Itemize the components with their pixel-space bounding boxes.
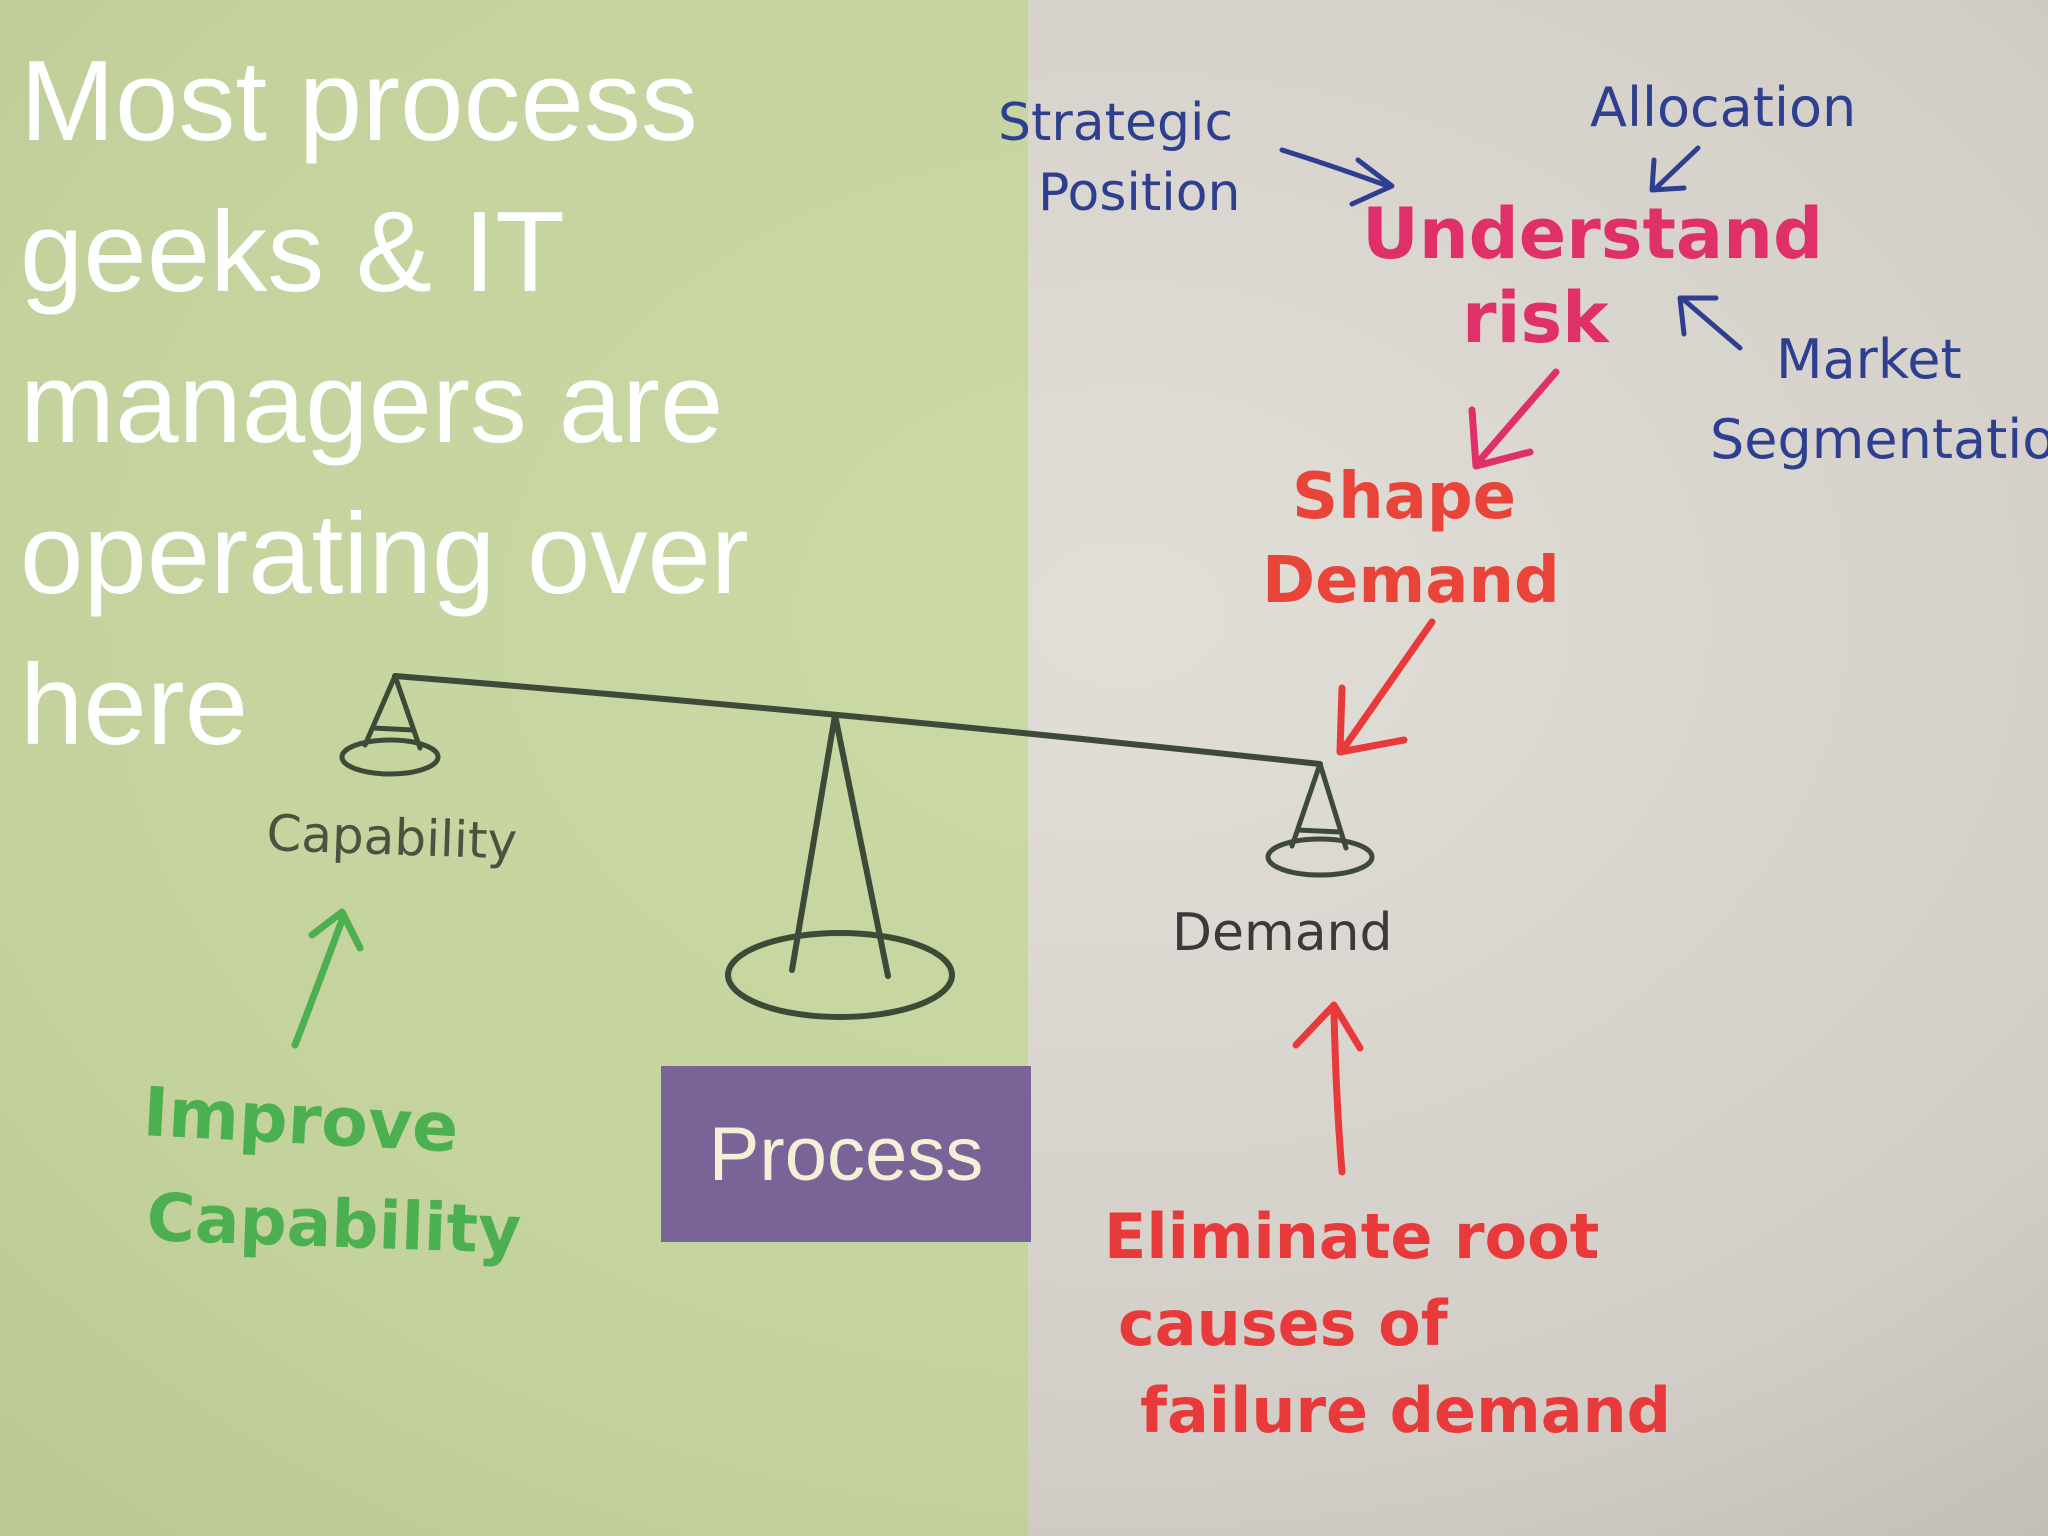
headline: Most process geeks & IT managers are ope… — [20, 38, 749, 769]
strategic-position-annotation: Strategic Position — [998, 93, 1395, 223]
demand-label: Demand — [1172, 903, 1393, 963]
fulcrum-base — [725, 930, 955, 1020]
down-arrow-icon — [1342, 618, 1436, 749]
green-overlay — [0, 0, 1028, 1536]
improve-capability-annotation: Improve Capability — [141, 908, 522, 1269]
eliminate-line2: causes of — [1118, 1287, 1449, 1360]
up-left-arrow-icon — [1681, 297, 1743, 351]
market-segmentation-annotation: Market Segmentation — [1677, 295, 2048, 471]
understand-risk-line2: risk — [1462, 277, 1610, 359]
up-arrow-icon — [1330, 1008, 1346, 1176]
improve-capability-line2: Capability — [145, 1179, 522, 1269]
improve-capability-line1: Improve — [141, 1073, 460, 1168]
market-segmentation-line1: Market — [1776, 328, 1962, 391]
allocation-annotation: Allocation — [1590, 76, 1856, 193]
process-box: Process — [661, 1066, 1031, 1242]
down-arrow-icon — [1476, 368, 1560, 464]
eliminate-root-causes-annotation: Eliminate root causes of failure demand — [1104, 1001, 1671, 1447]
balance-beam — [392, 673, 1323, 767]
demand-pan — [1265, 761, 1375, 878]
eliminate-line3: failure demand — [1140, 1374, 1671, 1447]
process-label: Process — [708, 1111, 984, 1197]
right-arrow-icon — [1279, 147, 1388, 188]
understand-risk-annotation: Understand risk — [1362, 193, 1823, 470]
strategic-position-line2: Position — [1038, 163, 1240, 223]
strategic-position-line1: Strategic — [998, 93, 1233, 153]
eliminate-line1: Eliminate root — [1104, 1200, 1599, 1273]
market-segmentation-line2: Segmentation — [1710, 408, 2048, 471]
balance-scale — [392, 673, 1323, 1020]
up-arrow-icon — [291, 916, 346, 1049]
shape-demand-line1: Shape — [1292, 460, 1516, 534]
understand-risk-line1: Understand — [1362, 193, 1823, 275]
capability-label: Capability — [266, 804, 518, 871]
capability-pan — [339, 673, 441, 777]
down-arrow-icon — [1653, 145, 1701, 191]
fulcrum-left-leg — [789, 712, 838, 973]
shape-demand-line2: Demand — [1262, 544, 1560, 618]
shape-demand-annotation: Shape Demand — [1262, 460, 1560, 756]
allocation-label: Allocation — [1590, 76, 1856, 139]
